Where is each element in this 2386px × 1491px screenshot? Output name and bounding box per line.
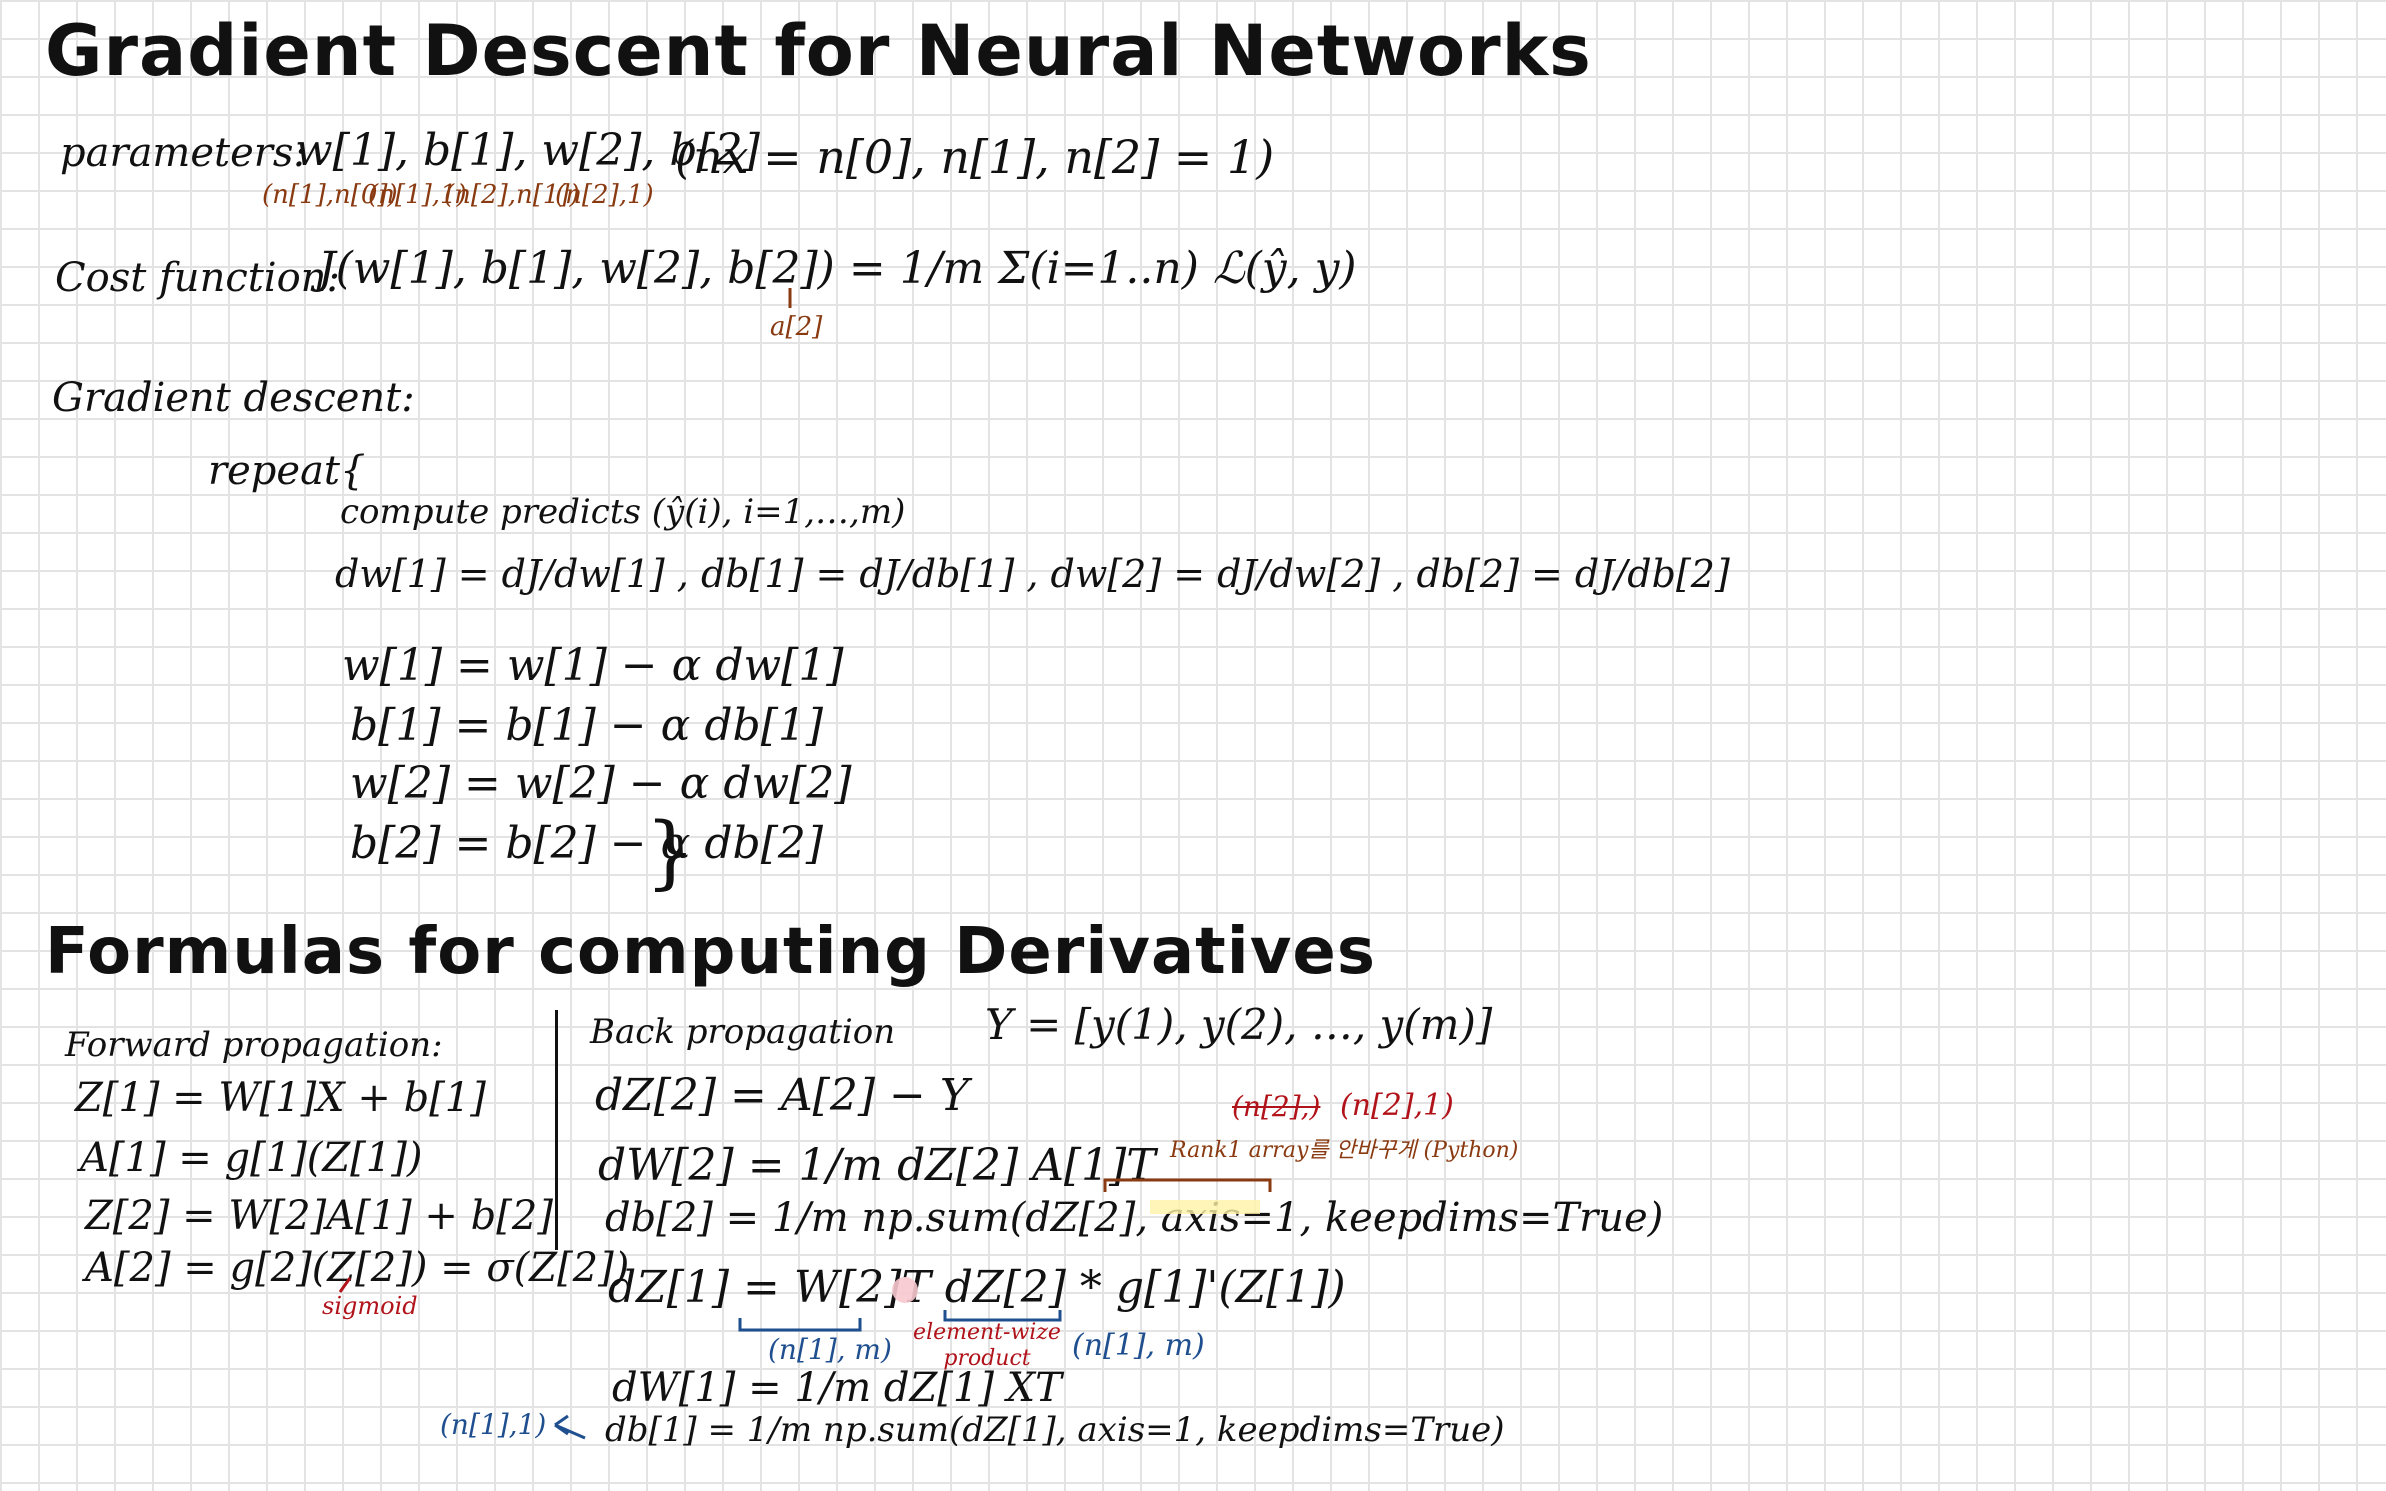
forward-line-2: A[1] = g[1](Z[1]) [80, 1135, 423, 1181]
compute-predicts: compute predicts (ŷ(i), i=1,…,m) [340, 492, 906, 532]
param-dim-w2: (n[2],n[1]) [444, 180, 580, 210]
forward-line-3: Z[2] = W[2]A[1] + b[2] [85, 1193, 553, 1239]
param-dim-b2: (n[2],1) [555, 180, 654, 210]
cost-formula: J(w[1], b[1], w[2], b[2]) = 1/m Σ(i=1..n… [318, 243, 1357, 294]
repeat-label: repeat{ [208, 448, 366, 494]
update-b2: b[2] = b[2] − α db[2] [350, 818, 824, 869]
parameter-sizes: (nx = n[0], n[1], n[2] = 1) [675, 130, 1275, 184]
y-definition: Y = [y(1), y(2), …, y(m)] [985, 1000, 1493, 1049]
backward-line-4: dZ[1] = W[2]T dZ[2] * g[1]'(Z[1]) [608, 1262, 1346, 1313]
backward-line-1: dZ[2] = A[2] − Y [595, 1070, 969, 1121]
n1m-right-note: (n[1], m) [1072, 1328, 1205, 1363]
forward-label: Forward propagation: [65, 1025, 443, 1065]
formulas-title: Formulas for computing Derivatives [45, 915, 1376, 989]
n1-arrow [554, 1414, 586, 1440]
gradient-descent-label: Gradient descent: [52, 375, 415, 421]
backward-line-5: dW[1] = 1/m dZ[1] XT [612, 1365, 1062, 1411]
elementwise-note: element-wize product [913, 1320, 1061, 1372]
yhat-note: a[2] [770, 312, 823, 342]
derivative-definitions: dw[1] = dJ/dw[1] , db[1] = dJ/db[1] , dw… [335, 552, 1730, 596]
update-w1: w[1] = w[1] − α dw[1] [342, 640, 844, 691]
repeat-close-brace: } [645, 805, 696, 898]
backward-line-6: db[1] = 1/m np.sum(dZ[1], axis=1, keepdi… [605, 1410, 1505, 1450]
backward-label: Back propagation [590, 1012, 896, 1052]
forward-line-1: Z[1] = W[1]X + b[1] [75, 1075, 486, 1121]
parameters-label: parameters: [60, 130, 307, 176]
sigmoid-note: sigmoid [322, 1292, 418, 1320]
param-dim-w1: (n[1],n[0]) [262, 180, 398, 210]
backward-line-3: db[2] = 1/m np.sum(dZ[2], axis=1, keepdi… [605, 1195, 1664, 1241]
backward-line-2: dW[2] = 1/m dZ[2] A[1]T [598, 1140, 1156, 1191]
cost-label: Cost function: [55, 255, 340, 301]
n1-1-note: (n[1],1) [440, 1408, 547, 1441]
underbrace-left [738, 1318, 862, 1332]
forward-line-4: A[2] = g[2](Z[2]) = σ(Z[2]) [85, 1245, 630, 1291]
main-title: Gradient Descent for Neural Networks [45, 10, 1592, 92]
parameters-list: w[1], b[1], w[2], b[2] [295, 125, 760, 176]
update-b1: b[1] = b[1] − α db[1] [350, 700, 824, 751]
rank1-note: Rank1 array를 안바꾸게 (Python) [1170, 1138, 1519, 1163]
param-dim-b1: (n[1],1) [368, 180, 467, 210]
crossed-shape-note: (n[2],) [1232, 1090, 1321, 1123]
shape-note: (n[2],1) [1340, 1088, 1454, 1123]
update-w2: w[2] = w[2] − α dw[2] [350, 758, 852, 809]
n1m-left-note: (n[1], m) [768, 1333, 892, 1366]
section-divider [555, 1010, 558, 1250]
